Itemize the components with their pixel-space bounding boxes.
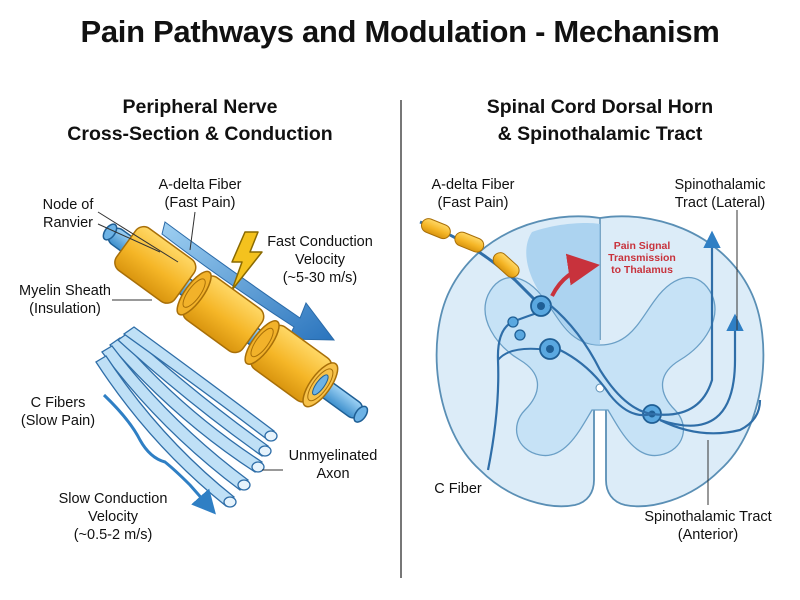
- panel-divider: [400, 100, 402, 578]
- label-line: A-delta Fiber: [158, 177, 242, 193]
- label-line: Ranvier: [43, 215, 93, 231]
- fast-conduction-arrow: [161, 221, 336, 341]
- label-line: A-delta Fiber: [431, 177, 515, 193]
- myelin-sheath-label: Myelin Sheath (Insulation): [14, 282, 116, 318]
- a-delta-fiber-entry: [419, 218, 542, 307]
- label-line: Pain Signal: [613, 240, 671, 252]
- slow-conduction-arrow: [102, 393, 216, 515]
- label-line: Spinothalamic: [674, 177, 766, 193]
- myelin-segment: [114, 225, 197, 304]
- right-heading-line1: Spinal Cord Dorsal Horn: [486, 96, 714, 118]
- label-line: Spinothalamic Tract: [644, 509, 772, 525]
- dorsal-horn-neuron: [530, 295, 552, 317]
- label-line: (Fast Pain): [437, 195, 509, 211]
- right-heading-line2: & Spinothalamic Tract: [497, 123, 703, 145]
- label-line: (~0.5-2 m/s): [73, 527, 153, 543]
- right-panel-heading: Spinal Cord Dorsal Horn & Spinothalamic …: [420, 94, 780, 148]
- label-line: Velocity: [295, 252, 345, 268]
- label-line: Fast Conduction: [267, 234, 373, 250]
- dorsal-horn-neuron: [539, 338, 561, 360]
- page-title: Pain Pathways and Modulation - Mechanism: [80, 14, 720, 49]
- c-fibers-label: C Fibers (Slow Pain): [14, 394, 102, 430]
- label-line: (Fast Pain): [164, 195, 236, 211]
- right-a-delta-fiber-label: A-delta Fiber (Fast Pain): [418, 176, 528, 212]
- spinothalamic-lateral-label: Spinothalamic Tract (Lateral): [658, 176, 782, 212]
- pain-signal-label: Pain Signal Transmission to Thalamus: [600, 240, 684, 276]
- label-line: (~5-30 m/s): [282, 270, 358, 286]
- fast-conduction-label: Fast Conduction Velocity (~5-30 m/s): [254, 233, 386, 287]
- myelinated-axon: [102, 223, 369, 423]
- synapse-terminal: [507, 316, 526, 341]
- unmyelinated-axon-label: Unmyelinated Axon: [278, 447, 388, 483]
- left-panel-heading: Peripheral Nerve Cross-Section & Conduct…: [20, 94, 380, 148]
- label-line: to Thalamus: [611, 264, 673, 276]
- label-line: (Anterior): [677, 527, 739, 543]
- c-fiber-bundle: [95, 326, 278, 508]
- label-line: Node of: [42, 197, 94, 213]
- c-fiber-entry: [486, 310, 541, 471]
- label-line: C Fibers: [30, 395, 86, 411]
- label-line: (Slow Pain): [20, 413, 96, 429]
- label-line: Axon: [316, 466, 350, 482]
- label-line: (Insulation): [29, 301, 101, 317]
- label-line: Transmission: [608, 252, 676, 264]
- a-delta-fiber-label: A-delta Fiber (Fast Pain): [140, 176, 260, 212]
- decussating-pathways: [549, 230, 762, 435]
- label-line: Slow Conduction: [58, 491, 168, 507]
- label-line: Myelin Sheath: [19, 283, 111, 299]
- spinothalamic-anterior-label: Spinothalamic Tract (Anterior): [628, 508, 788, 544]
- slow-conduction-label: Slow Conduction Velocity (~0.5-2 m/s): [46, 490, 180, 544]
- right-leader-lines: [707, 210, 738, 505]
- left-leader-lines: [97, 211, 283, 471]
- left-heading-line2: Cross-Section & Conduction: [67, 123, 333, 145]
- pain-signal-arrow: [550, 253, 600, 297]
- label-line: Unmyelinated: [288, 448, 378, 464]
- c-fiber-label: C Fiber: [434, 481, 482, 497]
- lightning-bolt-icon: [231, 231, 263, 291]
- node-of-ranvier-label: Node of Ranvier: [32, 196, 104, 232]
- myelin-segment: [176, 270, 265, 354]
- label-line: Tract (Lateral): [674, 195, 766, 211]
- label-line: Velocity: [88, 509, 138, 525]
- left-heading-line1: Peripheral Nerve: [122, 96, 278, 118]
